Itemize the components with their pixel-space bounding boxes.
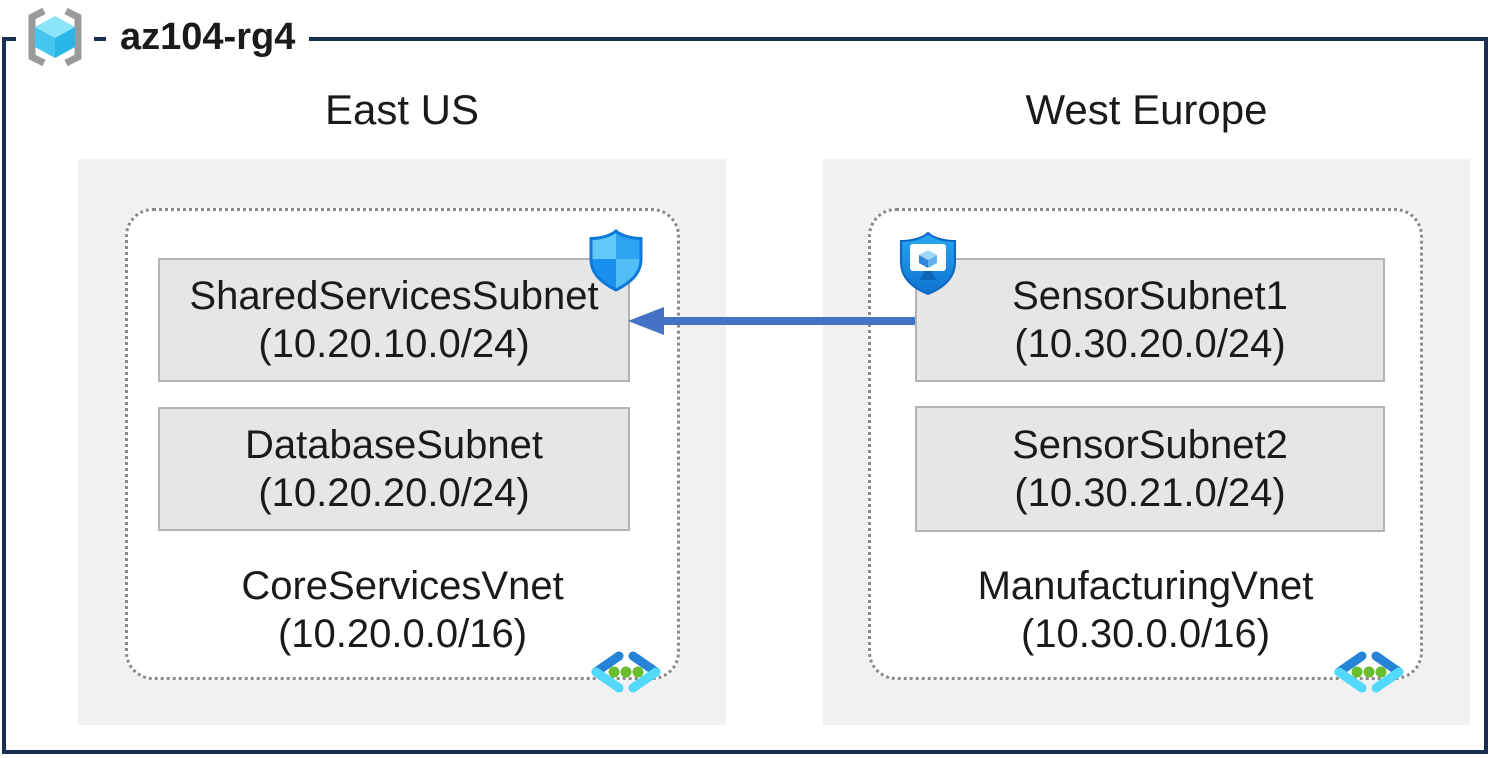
resource-group-frame (2, 37, 1488, 754)
vnet-name: ManufacturingVnet (977, 564, 1314, 608)
subnet-sensorsubnet1: SensorSubnet1 (10.30.20.0/24) (915, 258, 1385, 382)
vnet-name: CoreServicesVnet (241, 564, 564, 608)
subnet-sensorsubnet2: SensorSubnet2 (10.30.21.0/24) (915, 406, 1385, 532)
subnet-name: SharedServicesSubnet (189, 274, 599, 318)
subnet-cidr: (10.30.20.0/24) (1014, 322, 1286, 366)
application-security-group-shield-icon (896, 231, 960, 297)
vnet-cidr: (10.30.0.0/16) (1020, 612, 1271, 656)
subnet-databasesubnet: DatabaseSubnet (10.20.20.0/24) (158, 407, 630, 531)
vnet-label-coreservicesvnet: CoreServicesVnet (10.20.0.0/16) (125, 562, 680, 658)
subnet-sharedservicessubnet: SharedServicesSubnet (10.20.10.0/24) (158, 258, 630, 382)
virtual-network-icon (589, 649, 663, 695)
vnet-cidr: (10.20.0.0/16) (277, 612, 528, 656)
network-security-group-shield-icon (588, 228, 644, 293)
region-label-west-europe: West Europe (1025, 86, 1268, 133)
resource-group-header: az104-rg4 (16, 5, 310, 69)
peering-arrow (628, 307, 915, 335)
virtual-network-icon (1332, 649, 1406, 695)
subnet-cidr: (10.20.20.0/24) (258, 471, 530, 515)
region-label-east-us: East US (324, 86, 480, 133)
subnet-cidr: (10.30.21.0/24) (1014, 471, 1286, 515)
subnet-name: DatabaseSubnet (244, 423, 543, 467)
subnet-cidr: (10.20.10.0/24) (258, 322, 530, 366)
subnet-name: SensorSubnet1 (1012, 274, 1288, 318)
vnet-label-manufacturingvnet: ManufacturingVnet (10.30.0.0/16) (868, 562, 1423, 658)
resource-group-title: az104-rg4 (106, 10, 310, 64)
resource-group-icon (16, 5, 94, 69)
subnet-name: SensorSubnet2 (1012, 423, 1288, 467)
